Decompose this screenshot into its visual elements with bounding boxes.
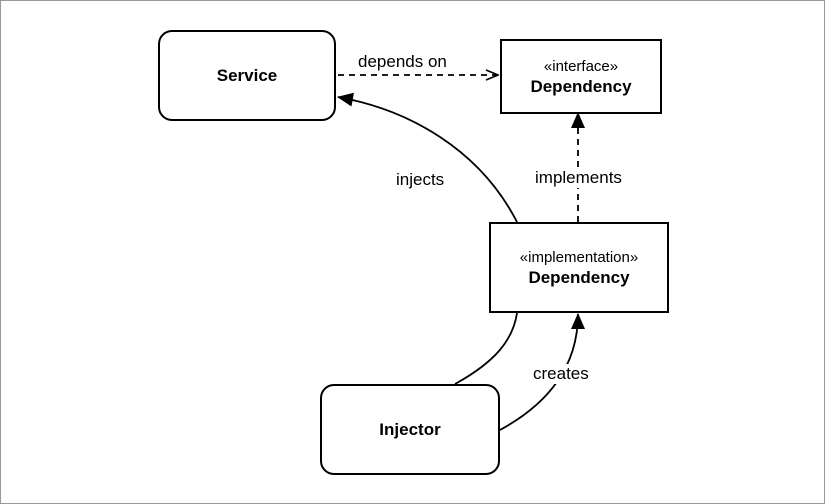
service-title: Service — [216, 65, 278, 85]
injects-label: injects — [396, 170, 445, 190]
implementation-title: Dependency — [528, 267, 630, 287]
implementation-stereotype: «implementation» — [519, 248, 639, 266]
injector-title: Injector — [379, 419, 441, 439]
interface-stereotype: «interface» — [543, 57, 619, 75]
interface-title: Dependency — [530, 76, 632, 96]
edge-injects — [337, 92, 518, 223]
service-node: Service — [158, 30, 336, 121]
implements-label: implements — [535, 168, 622, 188]
implementation-node: «implementation» Dependency — [489, 222, 669, 313]
depends-on-label: depends on — [358, 52, 447, 72]
edge-injector-link — [454, 312, 518, 385]
creates-label: creates — [533, 364, 589, 384]
injector-node: Injector — [320, 384, 500, 475]
interface-node: «interface» Dependency — [500, 39, 662, 114]
